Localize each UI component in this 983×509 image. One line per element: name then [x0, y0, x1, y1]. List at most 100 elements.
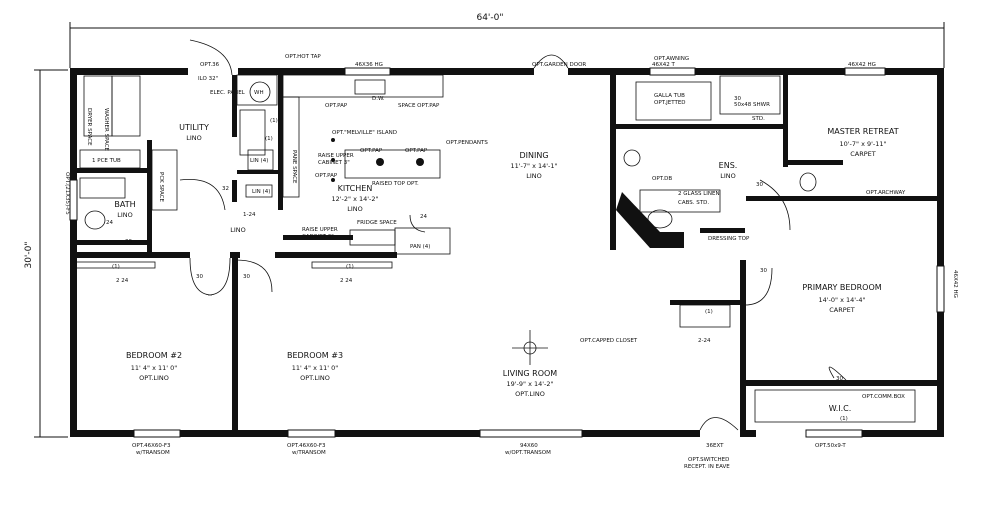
room-bedroom-3: BEDROOM #3 11' 4" x 11' 0" OPT.LINO [287, 351, 343, 382]
closet-count: (1) [705, 309, 713, 315]
room-name: KITCHEN [338, 184, 373, 193]
room-floor: CARPET [829, 306, 855, 314]
room-bedroom-2: BEDROOM #2 11' 4" x 11' 0" OPT.LINO [126, 351, 182, 382]
door-size: 30 [734, 96, 741, 102]
door-size: 32 [222, 186, 229, 192]
depth-dimension-label: 30'-0" [24, 241, 34, 268]
room-wic: W.I.C. [829, 404, 852, 413]
room-floor: CARPET [850, 150, 876, 158]
ilo-label: ILO 32" [198, 76, 218, 82]
room-size: 11' 4" x 11' 0" [131, 364, 177, 372]
cabinets [74, 74, 916, 423]
elec-panel-label: ELEC. PANEL [210, 90, 246, 96]
room-utility: UTILITY LINO [179, 123, 209, 142]
opt-archway-label: OPT.ARCHWAY [866, 190, 906, 196]
window-side-label: 46X42 HG [952, 270, 958, 298]
room-floor: LINO [117, 211, 133, 219]
raise-upper-2-label: RAISE UPPER [302, 227, 338, 233]
room-primary-bedroom: PRIMARY BEDROOM 14'-0" x 14'-4" CARPET [802, 283, 881, 314]
opt-36-label: OPT.36 [200, 62, 220, 68]
washer-space-label: WASHER SPACE [103, 108, 109, 152]
door-size-labels: 30 30 30 30 30 30 30 32 24 24 1-24 2 24 … [106, 96, 848, 422]
cabinet-label: CABINET 3" [318, 160, 350, 166]
opt-pap-label: OPT.PAP [315, 173, 338, 179]
opt-garden-door-label: OPT.GARDEN DOOR [532, 62, 586, 68]
transom-b2-label: w/TRANSOM [136, 450, 170, 456]
window-46x42-t-label: 46X42 T [652, 62, 676, 68]
door-size: 2 24 [116, 278, 129, 284]
room-name: UTILITY [179, 123, 209, 132]
interior-walls [77, 75, 937, 437]
door-size: 2 24 [340, 278, 353, 284]
door-swings [179, 39, 847, 431]
annotations: OPT.HOT TAP OPT.GARDEN DOOR OPT.AWNING 4… [64, 54, 958, 470]
transom-living-label: w/OPT.TRANSOM [505, 450, 551, 456]
window-b2-label: OPT.46X60-F3 [132, 443, 171, 449]
opt-awning-label: OPT.AWNING [654, 56, 689, 62]
windows [69, 67, 945, 438]
door-size: 24 [420, 214, 427, 220]
door-size: 1-24 [243, 212, 256, 218]
room-size: 19'-9" x 14'-2" [506, 380, 553, 388]
door-size: 2-24 [698, 338, 711, 344]
room-floor: LINO [347, 205, 363, 213]
tub-label: 1 PCE TUB [92, 158, 121, 164]
opt-db-label: OPT.DB [652, 176, 672, 182]
lin-a-label: LIN (4) [252, 189, 270, 195]
door-size: 24 [106, 220, 113, 226]
window-46x36-hg-label: 46X36 HG [355, 62, 383, 68]
door-size: 30 [196, 274, 203, 280]
window-b3-label: OPT.46X60-F3 [287, 443, 326, 449]
opt-hot-tap-label: OPT.HOT TAP [285, 54, 321, 60]
std-label: STD. [752, 116, 765, 122]
pck-space-label: PCK SPACE [158, 172, 164, 202]
door-size: 30 [760, 268, 767, 274]
opt-comm-box-label: OPT.COMM.BOX [862, 394, 905, 400]
room-dining: DINING 11'-7" x 14'-1" LINO [510, 151, 557, 180]
door-size: 30 [756, 182, 763, 188]
closet-count: (1) [840, 416, 848, 422]
pane-space-label: PANE SPACE [291, 150, 297, 184]
closet-count: (1) [112, 264, 120, 270]
pendant-lights [331, 138, 424, 182]
room-floor: LINO [526, 172, 542, 180]
room-ensuite: ENS. LINO [719, 161, 738, 180]
recept-eave-label: RECEPT. IN EAVE [684, 464, 730, 470]
room-kitchen: KITCHEN 12'-2" x 14'-2" LINO [331, 184, 378, 213]
dryer-space-label: DRYER SPACE [86, 108, 92, 146]
room-size: 12'-2" x 14'-2" [331, 195, 378, 203]
window-46x42-hg-label: 46X42 HG [848, 62, 876, 68]
window-wic-label: OPT.50x9-T [815, 443, 846, 449]
room-master-retreat: MASTER RETREAT 10'-7" x 9'-11" CARPET [827, 127, 898, 158]
overall-dimension-depth [34, 69, 68, 438]
room-floor: OPT.LINO [300, 374, 330, 382]
door-size: 30 [125, 239, 132, 245]
opt-switched-label: OPT.SWITCHED [688, 457, 729, 463]
room-size: 11' 4" x 11' 0" [292, 364, 338, 372]
room-name: BATH [114, 200, 135, 209]
room-name: DINING [519, 151, 548, 160]
room-floor: LINO [186, 134, 202, 142]
width-dimension-label: 64'-0" [476, 13, 503, 23]
room-name: MASTER RETREAT [827, 127, 898, 136]
pan-label: PAN (4) [410, 244, 430, 250]
raised-top-label: RAISED TOP OPT. [372, 181, 419, 187]
room-name: ENS. [719, 161, 738, 170]
closet-count: (1) [265, 136, 273, 142]
window-living-label: 94X60 [520, 443, 538, 449]
closet-count: (1) [346, 264, 354, 270]
room-size: 10'-7" x 9'-11" [839, 140, 886, 148]
cabinet-2-label: CABINET 3" [302, 234, 334, 240]
raise-upper-label: RAISE UPPER [318, 153, 354, 159]
cabs-std-label: CABS. STD. [678, 200, 709, 206]
opt-pap-label: OPT.PAP [405, 148, 428, 154]
room-name: BEDROOM #2 [126, 351, 182, 360]
room-living: LIVING ROOM 19'-9" x 14'-2" OPT.LINO [503, 369, 558, 398]
glass-linen-label: 2 GLASS LINEN [678, 191, 720, 197]
dressing-top-label: DRESSING TOP [708, 236, 750, 242]
space-opt-pap-label: SPACE OPT.PAP [398, 103, 440, 109]
room-hall-floor: LINO [230, 226, 246, 234]
opt-capped-closet-label: OPT.CAPPED CLOSET [580, 338, 638, 344]
opt-melville-label: OPT."MELVILLE" ISLAND [332, 130, 397, 136]
room-floor: OPT.LINO [139, 374, 169, 382]
